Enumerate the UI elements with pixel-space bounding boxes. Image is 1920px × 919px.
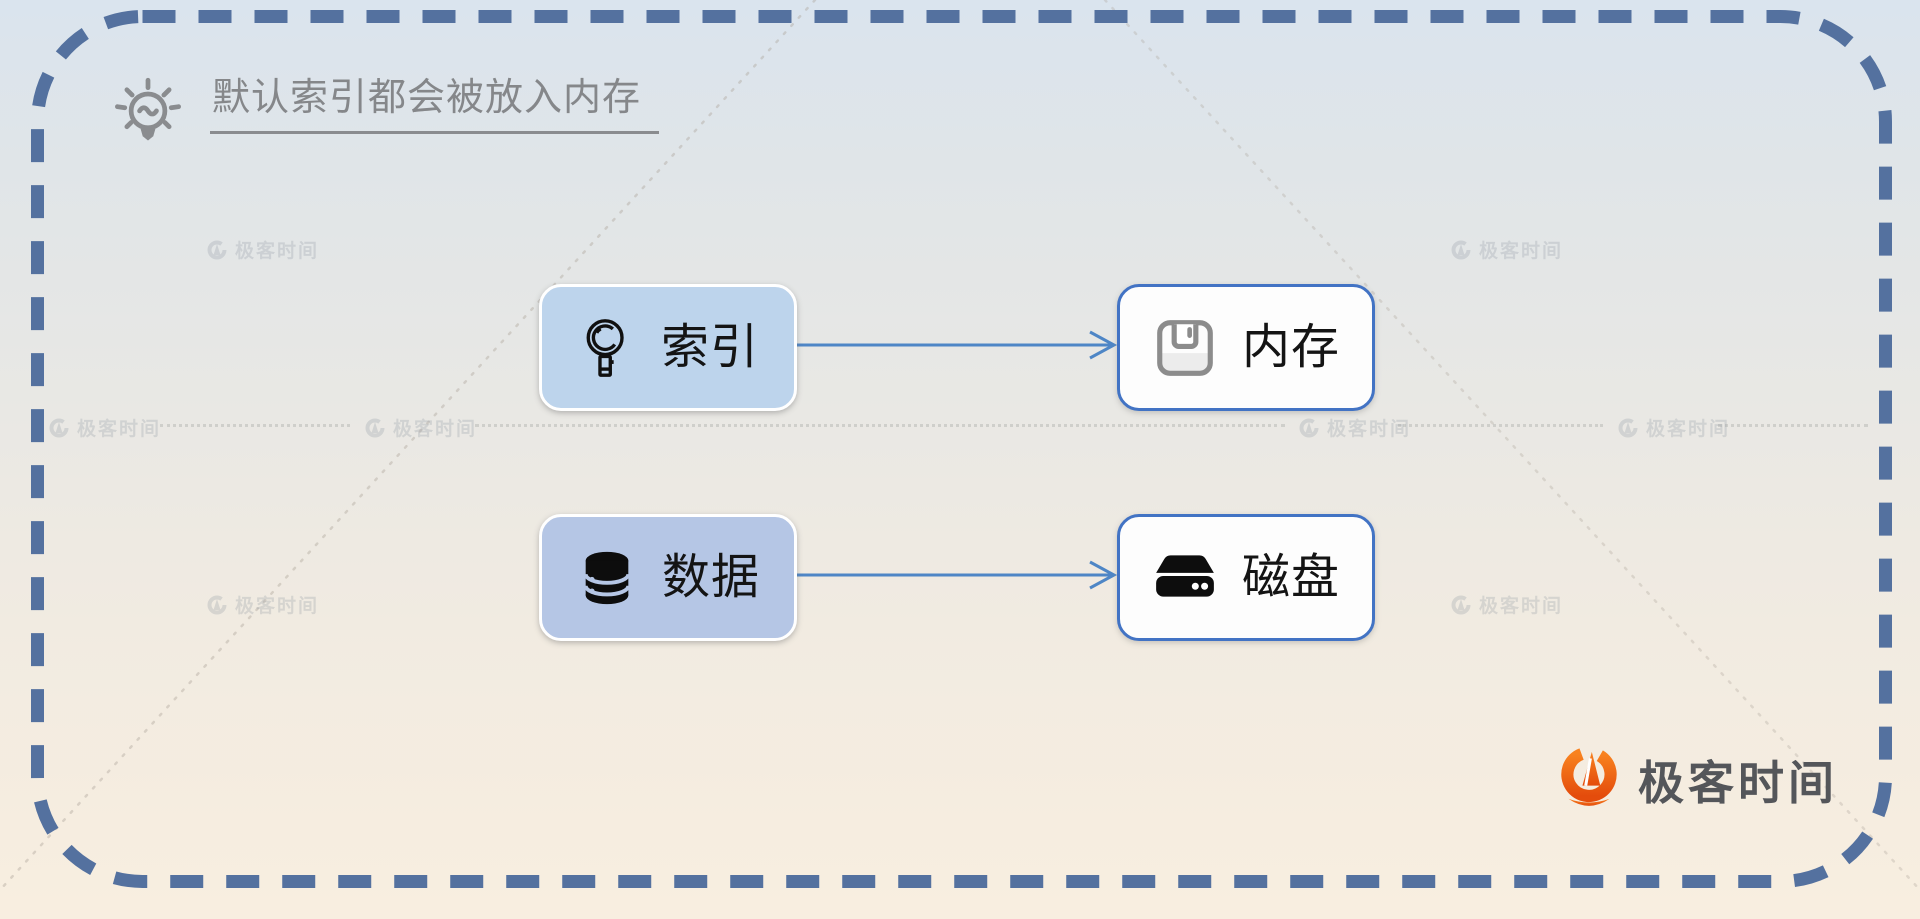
magnifier-icon	[586, 318, 624, 377]
watermark-text: 极客时间	[235, 241, 320, 262]
watermark-logo-icon	[207, 595, 227, 614]
node-disk: 磁盘	[1117, 514, 1375, 641]
watermark: 极客时间	[1450, 591, 1563, 618]
watermark-text: 极客时间	[77, 419, 162, 440]
watermark-text: 极客时间	[1479, 596, 1564, 617]
watermark: 极客时间	[1298, 414, 1411, 441]
watermark: 极客时间	[48, 414, 161, 441]
watermark-logo-icon	[365, 418, 385, 437]
title-row: 默认索引都会被放入内存	[110, 74, 660, 152]
node-label: 数据	[661, 550, 760, 604]
watermark-logo-icon	[207, 240, 227, 259]
watermark: 极客时间	[364, 414, 477, 441]
node-data: 数据	[539, 514, 797, 641]
brand-text: 极客时间	[1638, 757, 1838, 809]
watermark: 极客时间	[1617, 414, 1730, 441]
brand-logo: 极客时间	[1558, 744, 1838, 816]
node-memory: 内存	[1117, 284, 1375, 411]
watermark: 极客时间	[1450, 236, 1563, 263]
page-title: 默认索引都会被放入内存	[210, 74, 660, 135]
floppy-disk-icon	[1157, 319, 1213, 376]
watermark: 极客时间	[206, 236, 319, 263]
watermark-dotted-line	[475, 424, 1285, 427]
watermark-logo-icon	[1451, 240, 1471, 259]
watermark-logo-icon	[1299, 418, 1319, 437]
watermark-dotted-line	[1718, 424, 1868, 427]
watermark: 极客时间	[206, 591, 319, 618]
geektime-pin-icon	[1561, 748, 1617, 806]
watermark-text: 极客时间	[1646, 419, 1731, 440]
node-index: 索引	[539, 284, 797, 411]
lightbulb-icon	[115, 77, 181, 141]
hard-drive-icon	[1156, 554, 1214, 597]
watermark-logo-icon	[1618, 418, 1638, 437]
watermark-logo-icon	[49, 418, 69, 437]
node-label: 索引	[660, 320, 759, 374]
watermark-text: 极客时间	[1327, 419, 1412, 440]
node-label: 内存	[1241, 320, 1340, 374]
node-label: 磁盘	[1241, 550, 1340, 604]
watermark-logo-icon	[1451, 595, 1471, 614]
watermark-dotted-line	[160, 424, 350, 427]
watermark-text: 极客时间	[1479, 241, 1564, 262]
watermark-text: 极客时间	[393, 419, 478, 440]
watermark-text: 极客时间	[235, 596, 320, 617]
watermark-dotted-line	[1398, 424, 1603, 427]
database-icon	[583, 551, 631, 604]
